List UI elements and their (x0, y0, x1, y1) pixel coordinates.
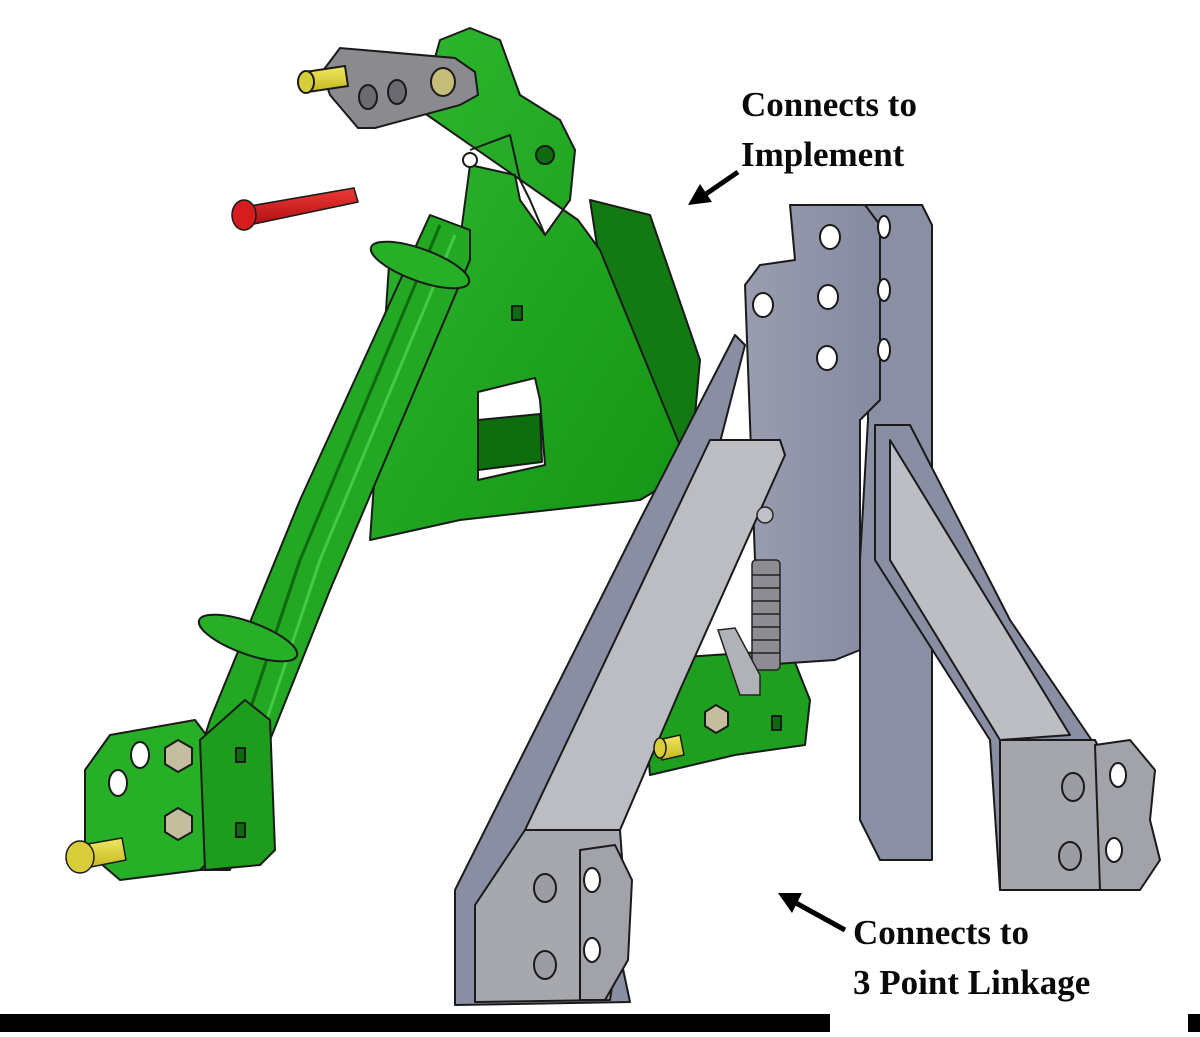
lower-pin-left (65, 837, 127, 874)
arrow-implement-icon (688, 169, 740, 205)
annotation-linkage-line1: Connects to (853, 913, 1029, 952)
letterbox-bar-right (1188, 1014, 1200, 1032)
annotation-implement: Connects to Implement (741, 80, 917, 180)
annotation-linkage: Connects to 3 Point Linkage (853, 908, 1090, 1008)
latch-spring (716, 506, 781, 696)
arrow-linkage-icon (778, 893, 847, 933)
annotation-implement-line1: Connects to (741, 85, 917, 124)
lower-pin-center (653, 734, 685, 761)
letterbox-bar-left (0, 1014, 830, 1032)
red-lock-pin (231, 187, 359, 231)
annotation-linkage-line2: 3 Point Linkage (853, 963, 1091, 1002)
grey-adapter-frame (454, 204, 1161, 1006)
annotation-implement-line2: Implement (741, 135, 905, 174)
green-a-frame (84, 27, 811, 881)
top-link-bracket (297, 46, 480, 129)
